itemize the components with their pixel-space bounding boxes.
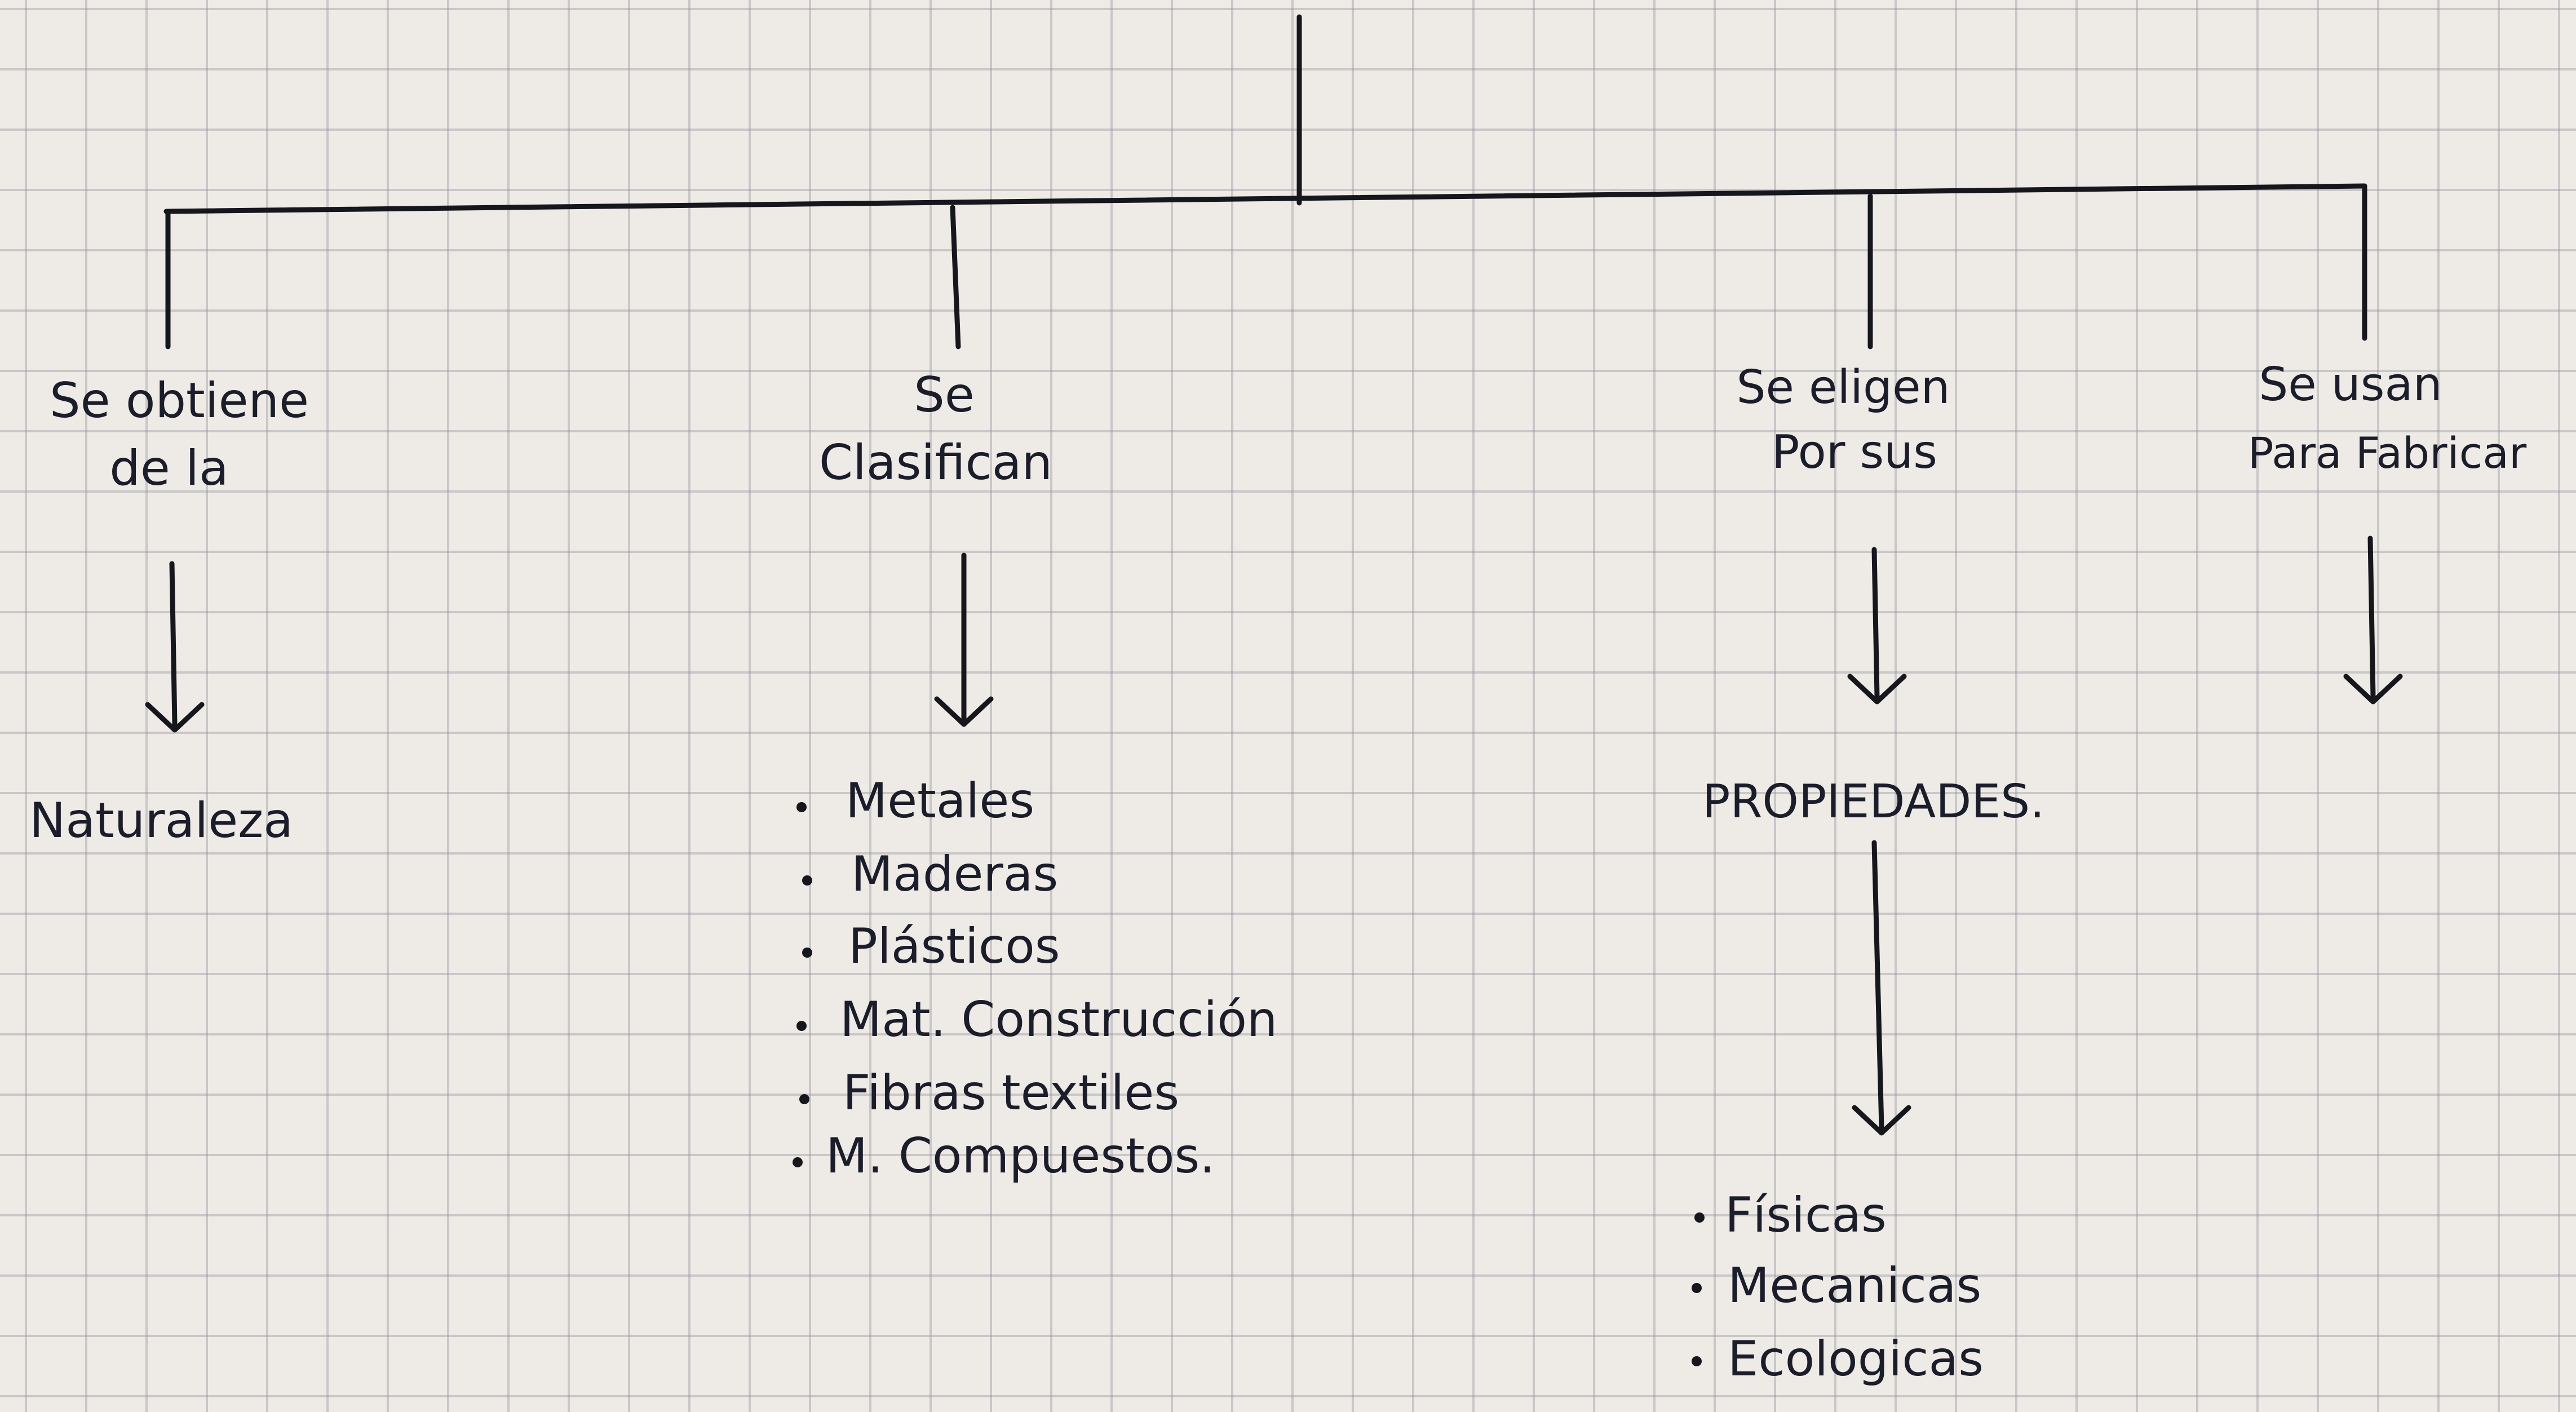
arrow-propiedades xyxy=(1847,547,1907,705)
list-item: Metales xyxy=(846,773,1034,829)
list-item: Mat. Construcción xyxy=(840,992,1277,1048)
connector-lines xyxy=(163,14,2367,349)
bullet-icon xyxy=(1692,1283,1702,1293)
bullet-icon xyxy=(802,948,812,958)
branch-result: Naturaleza xyxy=(29,793,293,849)
arrow-propiedades-types xyxy=(1852,840,1911,1136)
bullet-icon xyxy=(796,802,807,812)
list-item: Plásticos xyxy=(848,918,1060,975)
branch-heading-line2: Clasifican xyxy=(819,435,1052,491)
branch-heading-line2: Por sus xyxy=(1772,426,1937,479)
bullet-icon xyxy=(799,1094,809,1104)
branch-fabricar: Se usan Para Fabricar xyxy=(2248,358,2527,478)
property-type-list: Físicas Mecanicas Ecologicas xyxy=(1692,1187,1984,1387)
bullet-icon xyxy=(1694,1212,1705,1223)
bullet-icon xyxy=(793,1157,803,1167)
horizontal-bar xyxy=(163,183,2367,214)
branch-heading-line1: Se obtiene xyxy=(50,373,309,429)
arrow-clasifican xyxy=(934,552,994,727)
bullet-icon xyxy=(802,875,812,886)
drop-line-clasifican xyxy=(950,205,961,349)
branch-heading-line2: Para Fabricar xyxy=(2248,428,2527,478)
branch-heading-line1: Se xyxy=(914,367,975,423)
branch-heading-line2: de la xyxy=(109,440,228,497)
list-item: Ecologicas xyxy=(1728,1331,1984,1387)
arrow-fabricar xyxy=(2343,535,2403,705)
arrow-naturaleza xyxy=(145,561,205,733)
list-item: Mecanicas xyxy=(1728,1258,1981,1314)
branch-naturaleza: Se obtiene de la Naturaleza xyxy=(29,373,309,849)
branch-result: PROPIEDADES. xyxy=(1702,775,2044,829)
list-item: Fibras textiles xyxy=(843,1065,1179,1121)
list-item: Maderas xyxy=(851,846,1058,902)
branch-propiedades: Se eligen Por sus PROPIEDADES. Físicas M… xyxy=(1692,361,2044,1387)
arrows xyxy=(145,535,2403,1136)
list-item: Físicas xyxy=(1725,1187,1887,1243)
branch-heading-line1: Se usan xyxy=(2259,358,2442,411)
list-item: M. Compuestos. xyxy=(826,1128,1215,1184)
bullet-icon xyxy=(1692,1356,1702,1366)
bullet-icon xyxy=(796,1021,807,1031)
branch-clasifican: Se Clasifican Metales Maderas Plásticos … xyxy=(793,367,1277,1184)
category-list: Metales Maderas Plásticos Mat. Construcc… xyxy=(793,773,1277,1184)
branch-heading-line1: Se eligen xyxy=(1736,361,1950,414)
